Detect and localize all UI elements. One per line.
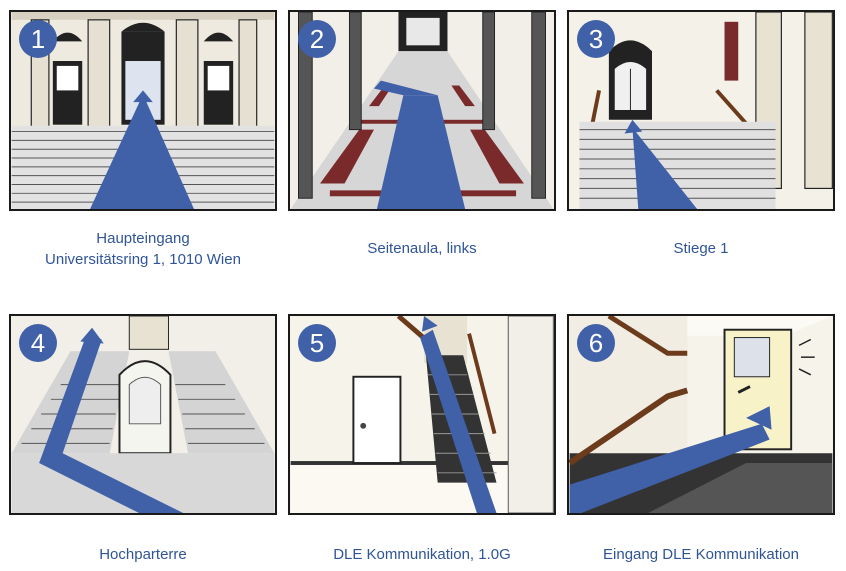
- hall-columns-illustration: [290, 12, 554, 209]
- step-number-badge: 1: [19, 20, 57, 58]
- step-caption-3: Stiege 1: [567, 238, 835, 259]
- step-number-badge: 2: [298, 20, 336, 58]
- step-number-badge: 5: [298, 324, 336, 362]
- grand-staircase-illustration: [11, 316, 275, 513]
- caption-title: DLE Kommunikation, 1.0G: [333, 546, 511, 563]
- step-number-badge: 6: [577, 324, 615, 362]
- step-number-badge: 4: [19, 324, 57, 362]
- caption-title: Stiege 1: [673, 240, 729, 257]
- staircase-illustration: [569, 12, 833, 209]
- caption-title: Haupteingang: [96, 230, 190, 247]
- caption-title: Eingang DLE Kommunikation: [603, 546, 799, 563]
- step-caption-6: Eingang DLE Kommunikation: [567, 544, 835, 565]
- step-panel-4: 4: [9, 314, 277, 515]
- step-caption-2: Seitenaula, links: [288, 238, 556, 259]
- caption-title: Hochparterre: [99, 546, 187, 563]
- caption-address: Universitätsring 1, 1010 Wien: [45, 251, 241, 268]
- step-panel-2: 2: [288, 10, 556, 211]
- step-panel-6: 6: [567, 314, 835, 515]
- step-panel-5: 5: [288, 314, 556, 515]
- step-caption-5: DLE Kommunikation, 1.0G: [288, 544, 556, 565]
- step-number-badge: 3: [577, 20, 615, 58]
- office-door-illustration: [569, 316, 833, 513]
- step-panel-1: 1: [9, 10, 277, 211]
- caption-title: Seitenaula, links: [367, 240, 477, 257]
- step-caption-4: Hochparterre: [9, 544, 277, 565]
- stairwell-door-illustration: [290, 316, 554, 513]
- step-caption-1: Haupteingang Universitätsring 1, 1010 Wi…: [9, 228, 277, 270]
- step-panel-3: 3: [567, 10, 835, 211]
- building-entrance-stairs-illustration: [11, 12, 275, 209]
